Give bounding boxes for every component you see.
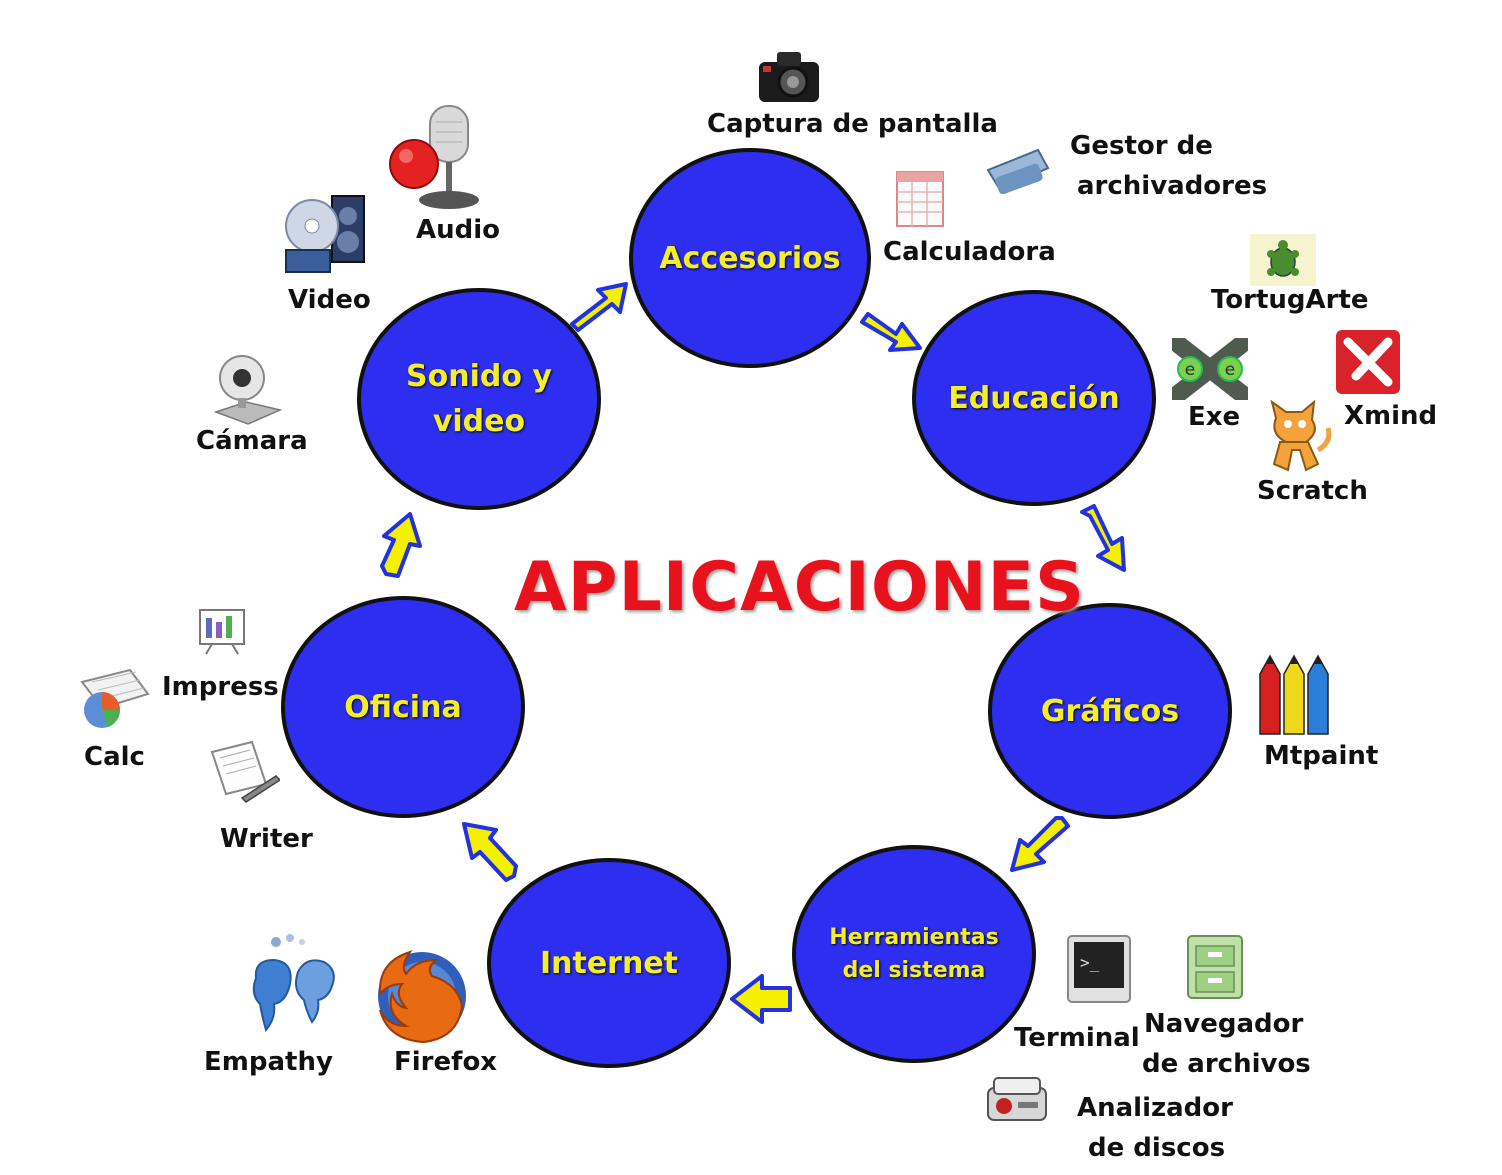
archive-manager-icon	[986, 148, 1050, 194]
label-gestor-de-archivadores-line1: Gestor de	[1070, 131, 1213, 161]
label-camara: Cámara	[196, 426, 308, 456]
arrow-internet-to-oficina	[462, 822, 518, 882]
label-audio: Audio	[416, 215, 501, 245]
label-firefox: Firefox	[394, 1047, 498, 1077]
node-herramientas-line1: Herramientas	[829, 925, 999, 950]
node-oficina: Oficina	[281, 596, 525, 818]
video-icon	[285, 195, 365, 273]
impress-icon	[199, 609, 245, 655]
webcam-icon	[213, 355, 283, 425]
label-analizador-de-discos-line2: de discos	[1088, 1133, 1226, 1163]
arrow-sonido-to-accesorios	[570, 282, 628, 332]
label-calc: Calc	[84, 742, 145, 772]
label-gestor-de-archivadores-line2: archivadores	[1077, 171, 1268, 201]
label-video: Video	[288, 285, 371, 315]
label-exe: Exe	[1188, 402, 1241, 432]
node-sonido-line2: video	[432, 404, 526, 439]
arrow-educacion-to-graficos	[1080, 504, 1126, 572]
node-sonido-video: Sonido y video	[357, 288, 601, 510]
node-herramientas-label: Herramientas del sistema	[829, 921, 998, 987]
arrow-oficina-to-sonido	[380, 512, 422, 578]
label-writer: Writer	[220, 824, 313, 854]
node-accesorios-label: Accesorios	[659, 240, 841, 276]
node-sonido-line1: Sonido y	[406, 359, 552, 394]
node-sonido-label: Sonido y video	[406, 354, 552, 444]
svg-text:e: e	[1185, 360, 1195, 380]
arrow-graficos-to-herramientas	[1010, 816, 1070, 872]
label-empathy: Empathy	[204, 1047, 333, 1077]
label-scratch: Scratch	[1257, 476, 1368, 506]
node-internet: Internet	[487, 858, 731, 1068]
calc-icon	[80, 668, 150, 728]
firefox-icon	[378, 950, 466, 1044]
arrow-herramientas-to-internet	[730, 974, 792, 1024]
label-navegador-de-archivos-line2: de archivos	[1142, 1049, 1311, 1079]
label-mtpaint: Mtpaint	[1264, 741, 1379, 771]
file-cabinet-icon	[1187, 935, 1243, 999]
xmind-icon	[1336, 330, 1400, 394]
label-captura-de-pantalla: Captura de pantalla	[707, 109, 998, 139]
arrow-accesorios-to-educacion	[860, 312, 922, 352]
node-herramientas-line2: del sistema	[842, 958, 986, 983]
label-terminal: Terminal	[1014, 1023, 1140, 1053]
disk-analyzer-icon	[987, 1077, 1047, 1121]
writer-icon	[210, 740, 280, 803]
label-analizador-de-discos-line1: Analizador	[1077, 1093, 1233, 1123]
node-accesorios: Accesorios	[629, 148, 871, 368]
label-calculadora: Calculadora	[883, 237, 1056, 267]
diagram-title: APLICACIONES	[514, 548, 1085, 627]
turtle-icon	[1250, 234, 1316, 286]
node-oficina-label: Oficina	[344, 689, 462, 725]
empathy-icon	[252, 934, 335, 1033]
calculator-icon	[896, 171, 944, 227]
pencils-icon	[1259, 654, 1329, 735]
node-herramientas: Herramientas del sistema	[792, 845, 1036, 1063]
node-graficos-label: Gráficos	[1040, 693, 1180, 729]
terminal-icon: >_	[1067, 935, 1131, 1003]
svg-text:e: e	[1225, 360, 1235, 380]
svg-text:>_: >_	[1080, 953, 1100, 972]
label-navegador-de-archivos-line1: Navegador	[1144, 1009, 1304, 1039]
camera-icon	[759, 52, 819, 102]
label-impress: Impress	[162, 672, 279, 702]
node-internet-label: Internet	[539, 945, 679, 981]
exe-icon: e e	[1172, 338, 1248, 400]
microphone-icon	[389, 105, 479, 209]
node-graficos: Gráficos	[988, 603, 1232, 819]
label-xmind: Xmind	[1344, 401, 1438, 431]
label-tortugarte: TortugArte	[1211, 285, 1369, 315]
node-educacion-label: Educación	[948, 380, 1120, 416]
node-educacion: Educación	[912, 290, 1156, 506]
scratch-cat-icon	[1270, 399, 1332, 472]
